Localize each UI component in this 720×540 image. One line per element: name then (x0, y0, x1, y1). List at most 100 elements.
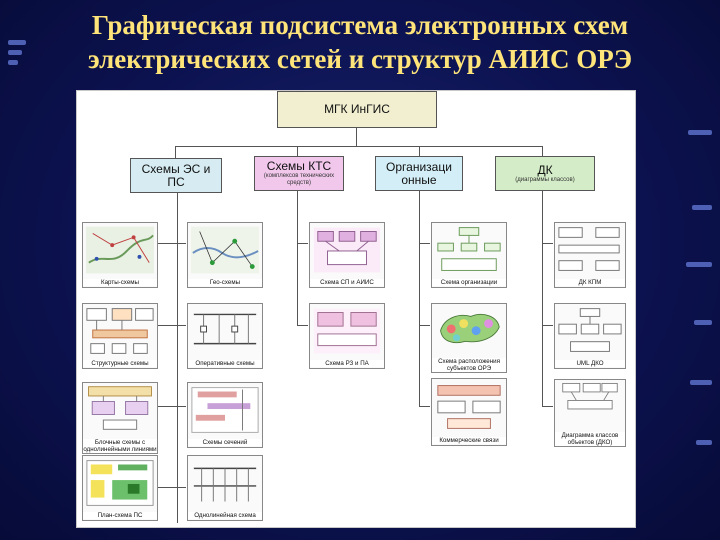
category-org-line1: Организаци (386, 159, 452, 174)
thumb-skhema-sp-aiis: Схема СП и АИИС (309, 222, 385, 288)
branch (177, 243, 186, 244)
decor-bar (8, 40, 26, 45)
trunk-kts (297, 191, 298, 326)
sp-aiis-schema-image (313, 227, 381, 273)
thumb-odnolineynaya-skhema: Однолинейная схема (187, 455, 263, 521)
thumb-plan-skhema-ps: План-схема ПС (82, 455, 158, 521)
branch (177, 325, 186, 326)
branch (542, 243, 553, 244)
decor-bar (696, 440, 712, 445)
trunk-org (419, 191, 420, 406)
thumb-karty-skhemy: Карты-схемы (82, 222, 158, 288)
structure-schema-image (86, 308, 154, 354)
decor-bar (686, 262, 712, 267)
thumb-operativnye-skhemy: Оперативные схемы (187, 303, 263, 369)
decor-bar (694, 320, 712, 325)
decor-bar (8, 50, 22, 55)
thumb-caption: Схема СП и АИИС (310, 279, 384, 286)
thumb-kommercheskie-svyazi: Коммерческие связи (431, 378, 507, 446)
connector (297, 146, 298, 158)
class-diagram-image (562, 382, 618, 410)
category-es-line2: ПС (167, 174, 185, 189)
substation-plan-image (86, 460, 154, 506)
connector (175, 146, 542, 147)
thumb-caption: План-схема ПС (83, 512, 157, 519)
thumb-skhemy-secheniy: Схемы сечений (187, 382, 263, 448)
category-kts-line1: Схемы КТС (266, 159, 332, 173)
uml-dko-image (558, 308, 622, 352)
category-kts-sub: (комплексов технических средств) (263, 173, 335, 186)
thumb-skhema-organizatsii: Схема организации (431, 222, 507, 288)
thumb-dk-kpm: ДК КПМ (554, 222, 626, 288)
category-org-line2: онные (401, 172, 437, 187)
thumb-skhema-raspolozheniya: Схема расположения субъектов ОРЭ (431, 303, 507, 373)
thumb-strukturnye-skhemy: Структурные схемы (82, 303, 158, 369)
dk-kpm-image (558, 227, 620, 271)
thumb-caption: Схема РЗ и ПА (310, 360, 384, 367)
thumb-uml-dko: UML ДКО (554, 303, 626, 369)
title-line-1: Графическая подсистема электронных схем (91, 10, 629, 40)
branch (158, 406, 177, 407)
slide-title: Графическая подсистема электронных схем … (0, 8, 720, 76)
trunk-dk (542, 191, 543, 406)
branch (297, 243, 308, 244)
geo-schema-image (190, 226, 260, 274)
thumb-caption: Диаграмма классов объектов (ДКО) (555, 432, 625, 446)
branch (419, 243, 430, 244)
decor-bar (8, 60, 18, 65)
thumb-caption: Однолинейная схема (188, 512, 262, 519)
branch (177, 406, 186, 407)
decor-bar (690, 380, 712, 385)
title-line-2: электрических сетей и структур АИИС ОРЭ (87, 44, 633, 74)
category-dk-line1: ДК (537, 162, 553, 177)
decor-bar (688, 130, 712, 135)
connector (419, 146, 420, 158)
thumb-caption: Схемы сечений (188, 439, 262, 446)
connector (542, 146, 543, 158)
thumb-caption: Структурные схемы (83, 360, 157, 367)
category-es: Схемы ЭС и ПС (130, 158, 222, 193)
thumb-geo-skhemy: Гео-схемы (187, 222, 263, 288)
thumb-caption: UML ДКО (555, 360, 625, 367)
root-node: МГК ИнГИС (277, 91, 437, 128)
category-org: Организаци онные (375, 156, 463, 191)
thumb-caption: Блочные схемы с однолинейными линиями (83, 439, 157, 453)
category-es-line1: Схемы ЭС и (141, 161, 211, 176)
trunk-es (177, 193, 178, 523)
category-dk-sub: (диаграммы классов) (515, 176, 575, 183)
branch (419, 325, 430, 326)
branch (158, 487, 177, 488)
block-schema-image (88, 386, 152, 430)
thumb-caption: ДК КПМ (555, 279, 625, 286)
organization-schema-image (437, 227, 501, 271)
single-line-schema-image (193, 467, 257, 502)
thumb-blochnye-skhemy: Блочные схемы с однолинейными линиями (82, 382, 158, 454)
thumb-caption: Карты-схемы (83, 279, 157, 286)
thumb-caption: Гео-схемы (188, 279, 262, 286)
thumb-caption: Схема расположения субъектов ОРЭ (432, 358, 506, 372)
thumb-skhema-rz-pa: Схема РЗ и ПА (309, 303, 385, 369)
thumb-caption: Коммерческие связи (432, 437, 506, 444)
branch (542, 325, 553, 326)
thumb-caption: Схема организации (432, 279, 506, 286)
branch (542, 406, 553, 407)
commercial-links-image (437, 385, 501, 429)
branch (158, 325, 177, 326)
thumb-dko: Диаграмма классов объектов (ДКО) (554, 379, 626, 447)
branch (177, 487, 186, 488)
connector (175, 146, 176, 158)
thumb-caption: Оперативные схемы (188, 360, 262, 367)
branch (297, 325, 308, 326)
section-schema-image (191, 387, 259, 433)
branch (158, 243, 177, 244)
category-kts: Схемы КТС (комплексов технических средст… (254, 156, 344, 191)
branch (419, 406, 430, 407)
diagram-panel: МГК ИнГИС Схемы ЭС и ПС Схемы КТС (компл… (76, 90, 636, 528)
rz-pa-schema-image (313, 308, 381, 354)
category-dk: ДК (диаграммы классов) (495, 156, 595, 191)
decor-bar (692, 205, 712, 210)
operative-schema-image (193, 313, 257, 345)
regions-map-image (440, 313, 500, 344)
map-schema-image (85, 226, 155, 274)
root-label: МГК ИнГИС (324, 102, 390, 116)
